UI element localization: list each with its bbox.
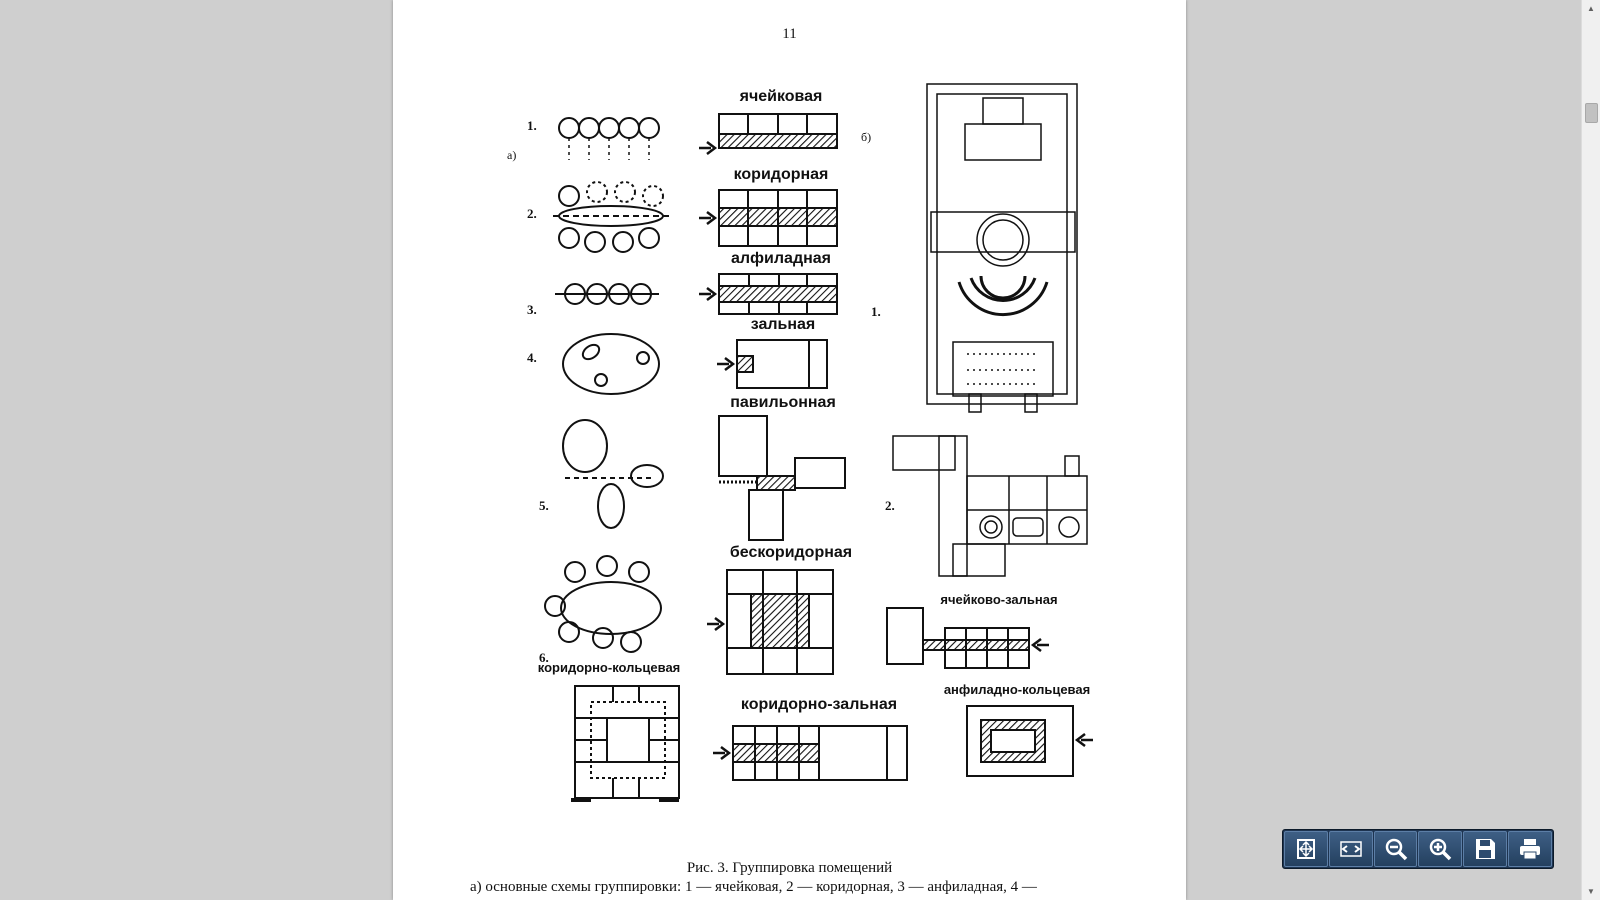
scheme5-bubbles: [562, 419, 664, 529]
fit-page-button[interactable]: [1284, 831, 1328, 867]
label-pavilion: павильонная: [730, 394, 836, 411]
scheme-num-3: 3.: [527, 302, 537, 317]
figure-drawing: [544, 83, 1093, 802]
vertical-scrollbar[interactable]: ▲ ▼: [1581, 0, 1600, 900]
building-plan-1: [926, 83, 1078, 413]
label-corridorless: бескоридорная: [729, 544, 853, 561]
document-page: 11: [393, 0, 1186, 900]
enfilade-ring-plan: [966, 705, 1093, 777]
label-enfilade-ring: анфиладно-кольцевая: [943, 682, 1091, 697]
part-b-label: б): [861, 130, 872, 144]
building-num-2: 2.: [885, 498, 895, 513]
scheme-num-4: 4.: [527, 350, 537, 365]
page-number: 11: [782, 26, 797, 42]
building-plan-2: [892, 435, 1088, 577]
print-icon: [1520, 839, 1541, 860]
scheme4-bubbles: [562, 333, 660, 395]
zoom-out-button[interactable]: [1373, 831, 1418, 867]
zoom-in-icon: [1430, 838, 1452, 861]
scheme1-plan: [699, 113, 838, 155]
scroll-up-arrow-icon[interactable]: ▲: [1587, 4, 1595, 13]
scheme6-bubbles: [544, 555, 662, 653]
part-a-label: а): [507, 148, 517, 162]
scheme2-plan: [699, 189, 838, 247]
corridor-ring-plan: [571, 685, 680, 802]
save-icon: [1476, 839, 1496, 859]
cell-hall-plan: [886, 607, 1049, 669]
label-hall: зальная: [750, 316, 816, 333]
scheme3-plan: [699, 273, 838, 315]
label-cell-hall: ячейково-зальная: [940, 592, 1058, 607]
label-corridor-hall: коридорно-зальная: [740, 696, 898, 713]
fit-page-icon: [1296, 839, 1315, 859]
label-corridor: коридорная: [733, 166, 829, 183]
corridor-hall-plan: [713, 725, 908, 781]
caption-text: а) основные схемы группировки: 1 — ячейк…: [470, 879, 1037, 895]
fit-width-icon: [1339, 841, 1362, 857]
corridorless-plan: [707, 569, 834, 675]
print-button[interactable]: [1508, 831, 1552, 867]
label-enfilade: алфиладная: [730, 250, 832, 267]
zoom-in-button[interactable]: [1418, 831, 1463, 867]
scheme4-plan: [717, 339, 828, 389]
scheme2-bubbles: [553, 181, 673, 253]
scheme-num-2: 2.: [527, 206, 537, 221]
scroll-down-arrow-icon[interactable]: ▼: [1587, 887, 1595, 896]
scheme-num-5: 5.: [539, 498, 549, 513]
scheme-num-1: 1.: [527, 118, 537, 133]
zoom-out-icon: [1385, 838, 1407, 861]
label-corridor-ring: коридорно-кольцевая: [537, 660, 681, 675]
scheme-num-6: 6.: [539, 650, 549, 665]
save-button[interactable]: [1463, 831, 1508, 867]
building-num-1: 1.: [871, 304, 881, 319]
label-cellular: ячейковая: [739, 88, 823, 105]
scheme1-bubbles: [558, 117, 660, 160]
figure-room-grouping: а) б) 1. 2. 3. 4. 5. 6. 1. 2. ячейковая …: [507, 72, 1093, 832]
pdf-toolbar: [1282, 829, 1554, 869]
scheme3-bubbles: [555, 283, 659, 305]
figure-caption: Рис. 3. Группировка помещений: [686, 860, 893, 876]
scheme5-plan: [718, 415, 846, 541]
scrollbar-thumb[interactable]: [1585, 103, 1598, 123]
fit-width-button[interactable]: [1328, 831, 1373, 867]
